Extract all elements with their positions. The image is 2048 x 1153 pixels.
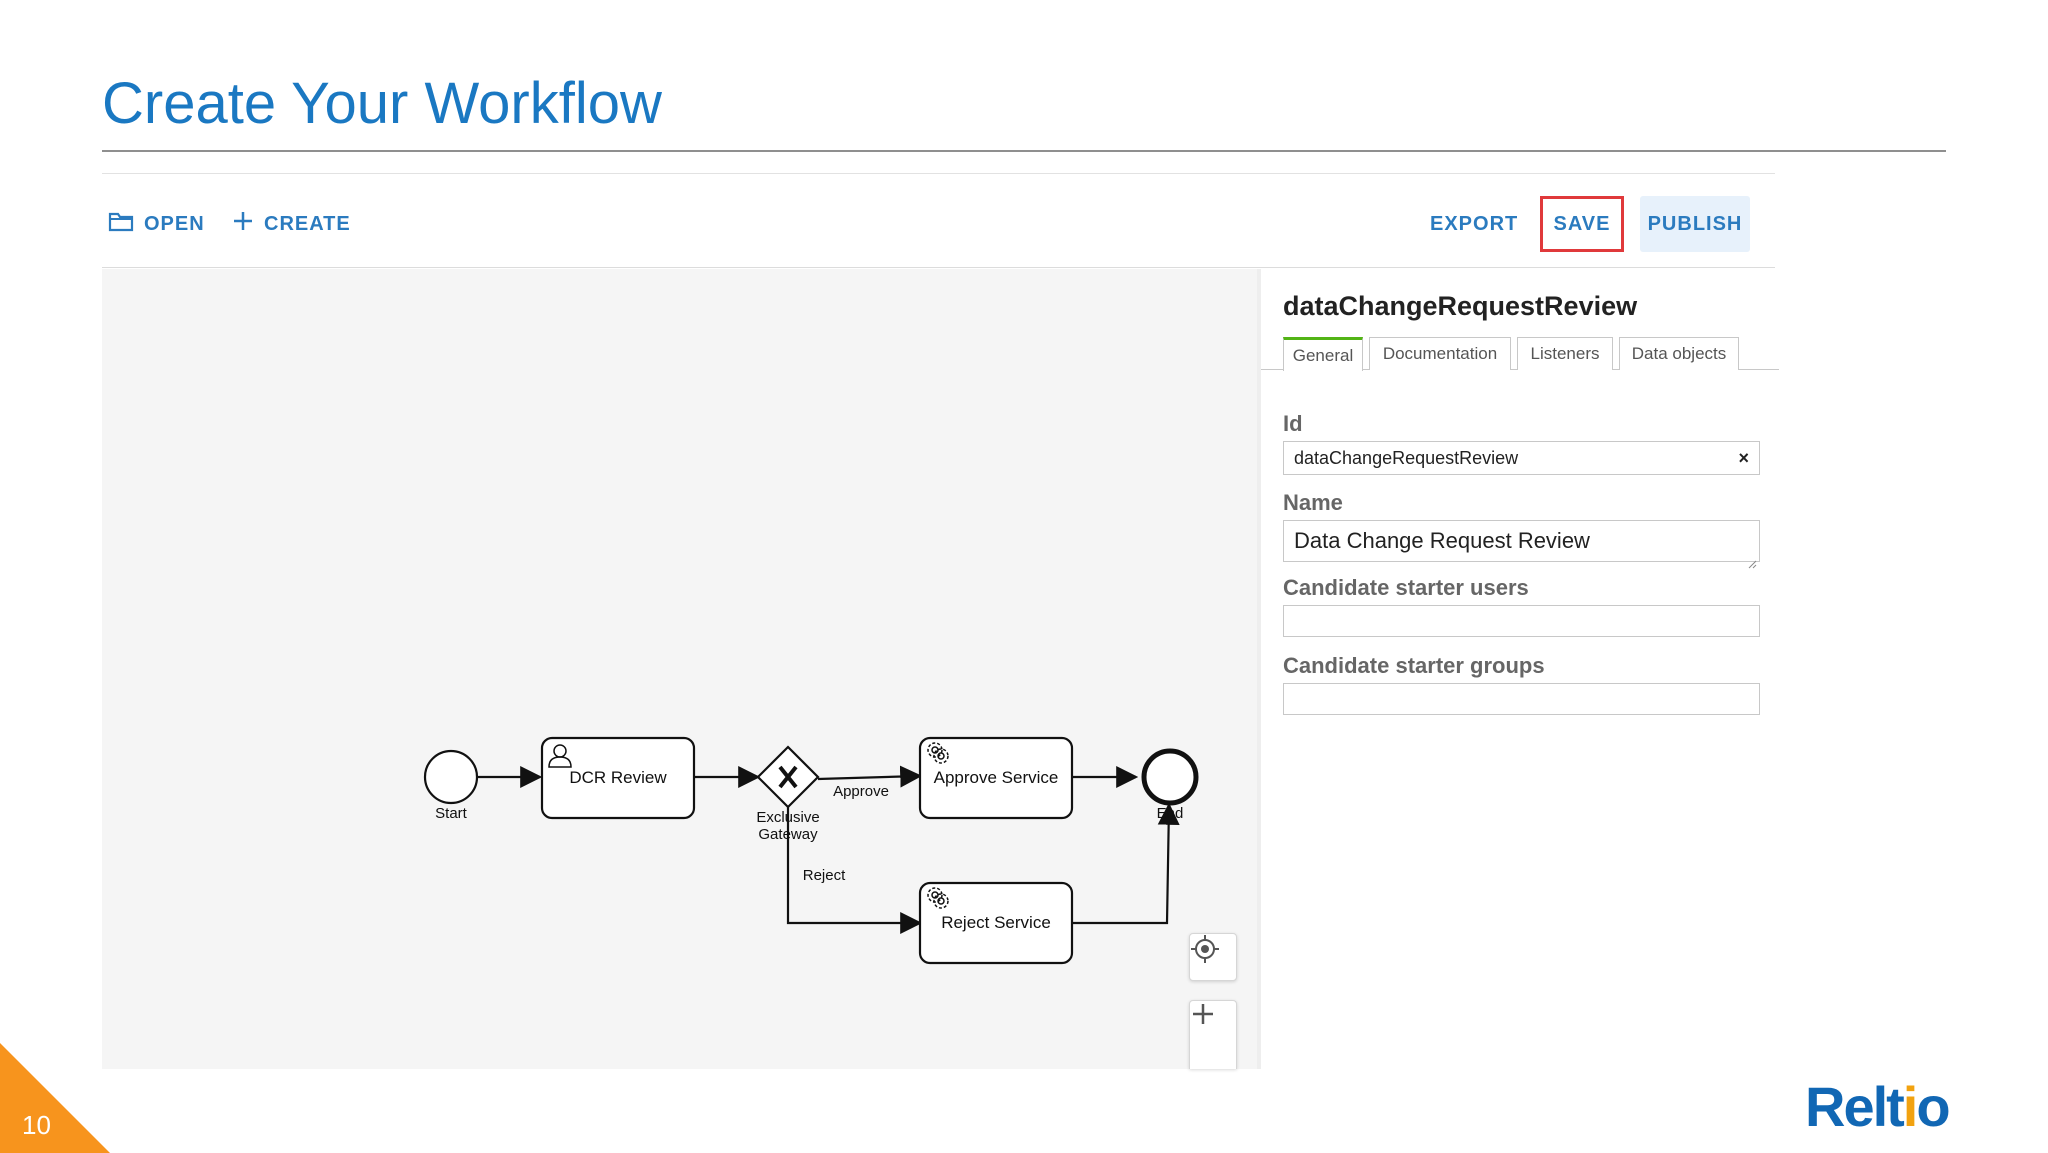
plus-icon xyxy=(232,210,254,238)
diagram-canvas[interactable]: Start DCR Review Exclusive Gateway Appro… xyxy=(102,269,1257,1069)
tab-data-objects[interactable]: Data objects xyxy=(1619,337,1739,370)
clear-icon[interactable]: × xyxy=(1738,447,1749,468)
folder-icon xyxy=(108,210,134,238)
starter-users-label: Candidate starter users xyxy=(1283,575,1529,600)
tab-general[interactable]: General xyxy=(1283,337,1363,371)
start-label: Start xyxy=(435,805,468,822)
starter-users-field[interactable] xyxy=(1283,605,1760,637)
approve-flow-label: Approve xyxy=(833,783,889,800)
page-number: 10 xyxy=(22,1110,51,1140)
reject-service-task[interactable]: Reject Service xyxy=(918,881,1074,965)
sequence-flows xyxy=(474,765,1180,934)
starter-groups-field[interactable] xyxy=(1283,683,1760,715)
id-value: dataChangeRequestReview xyxy=(1294,447,1519,468)
title-divider xyxy=(102,150,1946,152)
name-label: Name xyxy=(1283,490,1343,515)
end-event[interactable] xyxy=(1141,748,1199,806)
exclusive-gateway[interactable] xyxy=(756,745,820,809)
tab-documentation[interactable]: Documentation xyxy=(1369,337,1511,370)
open-label: OPEN xyxy=(144,212,205,235)
workflow-editor: OPEN CREATE EXPORT SAVE PUBLISH xyxy=(102,173,1779,1069)
create-label: CREATE xyxy=(264,212,351,235)
name-value: Data Change Request Review xyxy=(1294,528,1590,553)
gateway-label-line2: Gateway xyxy=(758,826,818,843)
user-task-icon xyxy=(548,744,572,768)
x-icon xyxy=(778,765,798,789)
approve-service-label: Approve Service xyxy=(934,768,1059,787)
properties-tabs: General Documentation Listeners Data obj… xyxy=(1261,337,1779,371)
approve-service-task[interactable]: Approve Service xyxy=(918,736,1074,820)
create-button[interactable]: CREATE xyxy=(232,196,351,252)
process-title: dataChangeRequestReview xyxy=(1283,291,1638,321)
name-field[interactable]: Data Change Request Review xyxy=(1283,520,1760,569)
service-task-gear-icon xyxy=(927,742,949,764)
dcr-review-task[interactable]: DCR Review xyxy=(540,736,696,820)
reject-service-label: Reject Service xyxy=(941,913,1051,932)
dcr-review-label: DCR Review xyxy=(569,768,667,787)
editor-top-divider xyxy=(102,173,1775,174)
corner-decoration xyxy=(0,1043,110,1153)
gateway-label-line1: Exclusive xyxy=(756,809,819,826)
editor-toolbar: OPEN CREATE EXPORT SAVE PUBLISH xyxy=(102,174,1775,268)
start-event[interactable] xyxy=(423,749,479,805)
properties-panel: dataChangeRequestReview General Document… xyxy=(1257,269,1779,1069)
tab-listeners[interactable]: Listeners xyxy=(1517,337,1613,370)
reltio-logo: Reltio xyxy=(1805,1075,1951,1138)
end-label: End xyxy=(1157,805,1184,822)
service-task-gear-icon xyxy=(927,887,949,909)
recenter-button[interactable] xyxy=(1189,933,1237,981)
id-field[interactable]: dataChangeRequestReview × xyxy=(1283,441,1760,475)
slide-title: Create Your Workflow xyxy=(102,71,662,136)
starter-groups-label: Candidate starter groups xyxy=(1283,653,1545,678)
save-button[interactable]: SAVE xyxy=(1540,196,1624,252)
resize-grip-icon[interactable] xyxy=(1747,549,1757,569)
publish-button[interactable]: PUBLISH xyxy=(1640,196,1750,252)
open-button[interactable]: OPEN xyxy=(108,196,205,252)
id-label: Id xyxy=(1283,411,1303,436)
export-button[interactable]: EXPORT xyxy=(1430,212,1519,235)
zoom-in-button[interactable] xyxy=(1189,1000,1237,1069)
reject-flow-label: Reject xyxy=(803,867,846,884)
